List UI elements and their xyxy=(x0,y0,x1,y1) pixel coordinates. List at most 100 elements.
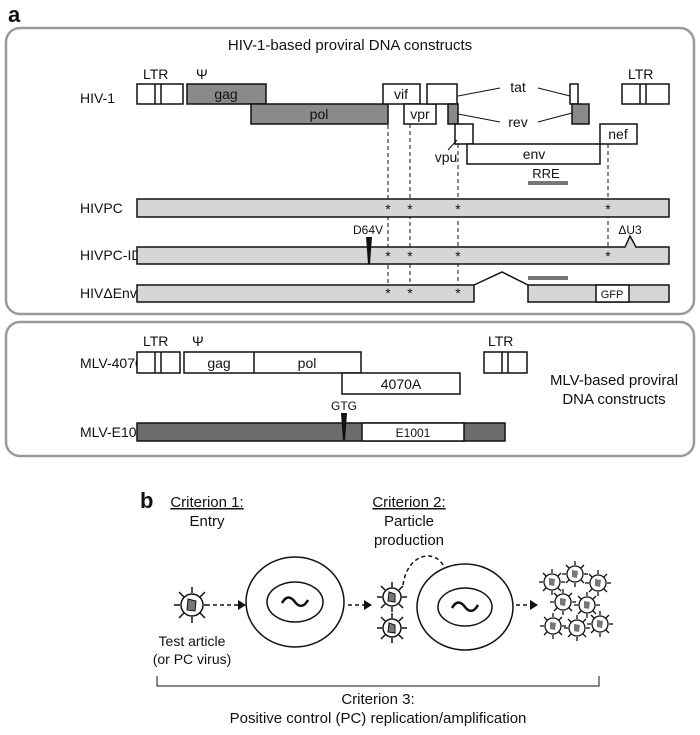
tat-connector-right xyxy=(537,87,571,97)
host-cell-1-icon xyxy=(245,556,345,648)
test-article-label: Test article xyxy=(159,633,226,649)
nef-label: nef xyxy=(608,126,628,142)
svg-text:*: * xyxy=(455,201,461,217)
amplified-virus-cluster-icon xyxy=(539,561,613,641)
svg-text:*: * xyxy=(605,201,611,217)
host-cell-2-icon xyxy=(416,563,514,651)
amplification-arrowhead xyxy=(530,600,538,610)
svg-text:*: * xyxy=(407,248,413,264)
mlv-gag-pol-gene xyxy=(183,351,362,374)
criterion3-bracket xyxy=(156,676,600,687)
vif-label: vif xyxy=(394,86,408,102)
rev-exon1 xyxy=(447,103,459,125)
criterion2-title: Criterion 2: xyxy=(372,494,445,511)
e1001-label: E1001 xyxy=(396,426,431,440)
rev-exon2 xyxy=(571,103,590,125)
env-deletion-junction xyxy=(473,271,529,286)
vpr-gene xyxy=(403,103,437,125)
nef-gene xyxy=(599,123,638,145)
svg-text:*: * xyxy=(385,201,391,217)
ltr-left-label: LTR xyxy=(143,66,168,82)
hivpc-row-label: HIVPC xyxy=(80,200,123,216)
gag-gene xyxy=(186,83,267,105)
env-label: env xyxy=(523,146,546,162)
mlv-ltr-left-label: LTR xyxy=(143,333,168,349)
mlv-constructs-title-line2: DNA constructs xyxy=(562,391,665,408)
gtg-label: GTG xyxy=(331,399,357,413)
rre-retained-bar xyxy=(528,276,568,280)
gfp-label: GFP xyxy=(601,289,624,301)
hiv1-row-label: HIV-1 xyxy=(80,90,115,106)
d64v-marker xyxy=(366,237,372,264)
criterion2-line2: Particle xyxy=(384,513,434,530)
pol-label: pol xyxy=(310,106,329,122)
tat-exon2 xyxy=(569,83,579,105)
mlv-constructs-title-line1: MLV-based proviral xyxy=(550,372,678,389)
criterion3-title: Criterion 3: xyxy=(341,691,414,708)
test-virus-particle-icon xyxy=(174,587,210,623)
rev-connector-right xyxy=(537,112,573,123)
release-arrowhead xyxy=(364,600,372,610)
vpu-gene xyxy=(454,123,474,145)
mlv-4070a-row-label: MLV-4070A xyxy=(80,355,153,371)
panel-b-letter: b xyxy=(140,488,153,513)
progeny-virus-particle-icon xyxy=(377,582,407,612)
test-article-sublabel: (or PC virus) xyxy=(153,651,232,667)
criterion1-title: Criterion 1: xyxy=(170,494,243,511)
svg-text:*: * xyxy=(385,285,391,301)
hiv-env-gfp-construct-left xyxy=(136,284,475,303)
hiv-env-gfp-stop-marks: * * * xyxy=(385,285,461,301)
rre-label: RRE xyxy=(532,166,560,181)
d64v-label: D64V xyxy=(353,223,383,237)
rev-connector-left xyxy=(457,113,501,123)
hiv-constructs-panel xyxy=(4,26,696,316)
gtg-marker xyxy=(341,413,347,441)
svg-text:*: * xyxy=(455,248,461,264)
mlv-psi-label: Ψ xyxy=(192,333,204,349)
svg-text:*: * xyxy=(407,201,413,217)
ltr-left-box xyxy=(136,83,184,105)
hiv-constructs-title: HIV-1-based proviral DNA constructs xyxy=(228,37,472,54)
hivpc-id-construct xyxy=(136,234,670,265)
delta-u3-label: ΔU3 xyxy=(618,223,642,237)
ltr-right-box xyxy=(621,83,670,105)
rre-bar xyxy=(528,181,568,185)
mlv-4070a-env-gene xyxy=(341,372,461,395)
mlv-4070a-env-label: 4070A xyxy=(381,376,422,392)
hivpc-stop-marks: * * * * xyxy=(385,201,611,217)
mlv-ltr-right-box xyxy=(483,351,528,374)
e1001-env-insert xyxy=(361,422,465,442)
gfp-insert xyxy=(595,284,630,303)
progeny-virus-particle-icon xyxy=(377,613,407,643)
svg-text:*: * xyxy=(605,248,611,264)
ltr-right-label: LTR xyxy=(628,66,653,82)
entry-arrowhead xyxy=(238,600,246,610)
svg-text:*: * xyxy=(455,285,461,301)
vif-gene xyxy=(382,83,421,105)
hivpc-construct xyxy=(136,198,670,218)
hivpc-id-row-label: HIVPC-ID xyxy=(80,247,141,263)
tat-connector-left xyxy=(457,87,501,97)
mlv-pol-label: pol xyxy=(298,355,317,371)
mlv-e1001-row-label: MLV-E1001 xyxy=(80,424,152,440)
psi-label: Ψ xyxy=(196,66,208,82)
vpr-label: vpr xyxy=(410,106,430,122)
mlv-ltr-right-label: LTR xyxy=(488,333,513,349)
reinfection-arrow xyxy=(402,555,447,586)
env-gene xyxy=(466,143,601,165)
svg-text:*: * xyxy=(385,248,391,264)
mlv-gag-label: gag xyxy=(207,355,230,371)
gag-label: gag xyxy=(214,86,237,102)
rev-label: rev xyxy=(508,114,527,130)
panel-a-letter: a xyxy=(8,2,21,27)
hivpc-id-stop-marks: * * * * xyxy=(385,248,611,264)
mlv-constructs-panel xyxy=(4,320,696,458)
tat-exon1 xyxy=(426,83,458,105)
mlv-ltr-left-box xyxy=(136,351,181,374)
criterion3-description: Positive control (PC) replication/amplif… xyxy=(230,710,527,727)
svg-text:*: * xyxy=(407,285,413,301)
vpu-label: vpu xyxy=(435,149,458,165)
vpu-pointer xyxy=(447,139,458,151)
tat-label: tat xyxy=(510,79,526,95)
